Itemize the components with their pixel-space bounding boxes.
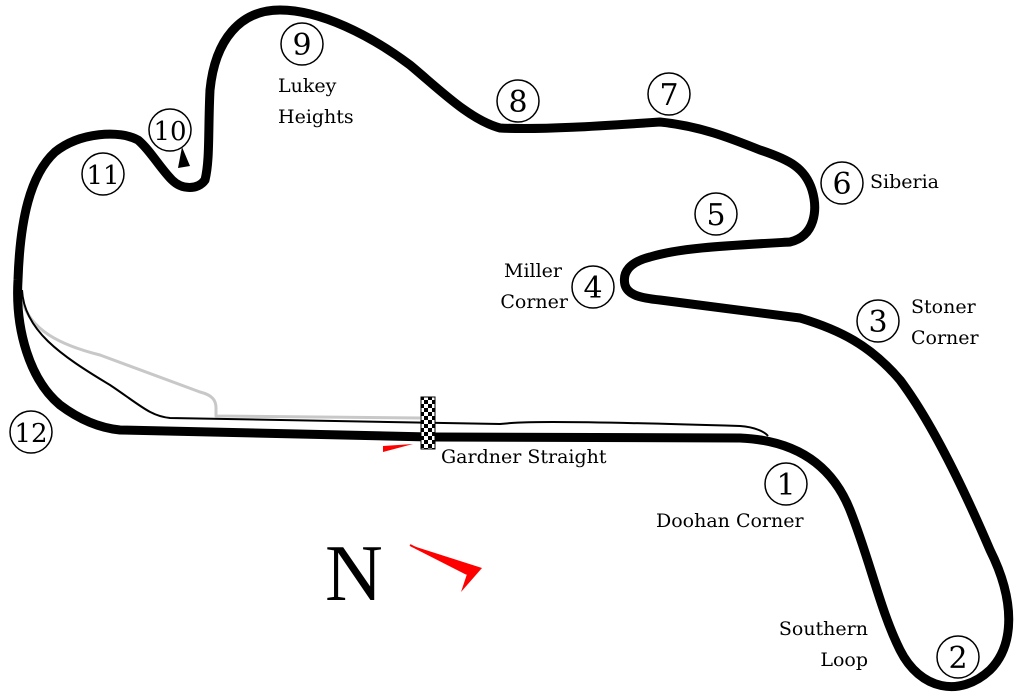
svg-text:4: 4 bbox=[583, 271, 602, 306]
svg-text:8: 8 bbox=[508, 85, 527, 120]
svg-text:2: 2 bbox=[948, 641, 967, 676]
corner-8: 8 bbox=[496, 79, 540, 123]
svg-text:10: 10 bbox=[153, 117, 186, 147]
svg-text:7: 7 bbox=[659, 78, 678, 113]
corner-3: 3 bbox=[856, 299, 900, 343]
north-label: N bbox=[325, 530, 383, 618]
svg-text:6: 6 bbox=[832, 167, 851, 202]
north-arrow-icon bbox=[409, 544, 482, 592]
svg-text:11: 11 bbox=[86, 161, 119, 191]
label-southern-line2: Loop bbox=[820, 649, 868, 671]
corner-10-marker-icon bbox=[178, 147, 190, 168]
corner-5: 5 bbox=[694, 192, 738, 236]
race-track bbox=[13, 5, 1014, 692]
pit-lane bbox=[20, 299, 421, 420]
corner-1: 1 bbox=[764, 462, 808, 506]
corner-7: 7 bbox=[647, 72, 691, 116]
label-miller-line2: Corner bbox=[500, 291, 569, 313]
corner-4: 4 bbox=[571, 265, 615, 309]
svg-text:5: 5 bbox=[706, 198, 725, 233]
label-lukey-line2: Heights bbox=[278, 106, 354, 128]
corner-6: 6 bbox=[820, 161, 864, 205]
corner-2: 2 bbox=[936, 635, 980, 679]
svg-text:1: 1 bbox=[776, 468, 795, 503]
corner-9: 9 bbox=[280, 22, 324, 66]
start-finish-line bbox=[420, 396, 436, 450]
corner-10: 10 bbox=[148, 108, 192, 152]
label-siberia: Siberia bbox=[870, 171, 939, 193]
label-stoner-line2: Corner bbox=[911, 327, 980, 349]
label-southern-line1: Southern bbox=[779, 618, 868, 640]
svg-text:9: 9 bbox=[292, 28, 311, 63]
direction-arrow-icon bbox=[383, 444, 413, 452]
label-miller-line1: Miller bbox=[504, 260, 563, 282]
pit-entry-line bbox=[21, 289, 769, 437]
svg-text:3: 3 bbox=[868, 305, 887, 340]
label-lukey-line1: Lukey bbox=[278, 75, 337, 97]
label-stoner-line1: Stoner bbox=[911, 296, 977, 318]
corner-12: 12 bbox=[9, 410, 53, 454]
svg-text:12: 12 bbox=[14, 419, 47, 449]
label-gardner-straight: Gardner Straight bbox=[441, 446, 607, 468]
label-doohan-corner: Doohan Corner bbox=[656, 510, 804, 532]
corner-11: 11 bbox=[81, 152, 125, 196]
